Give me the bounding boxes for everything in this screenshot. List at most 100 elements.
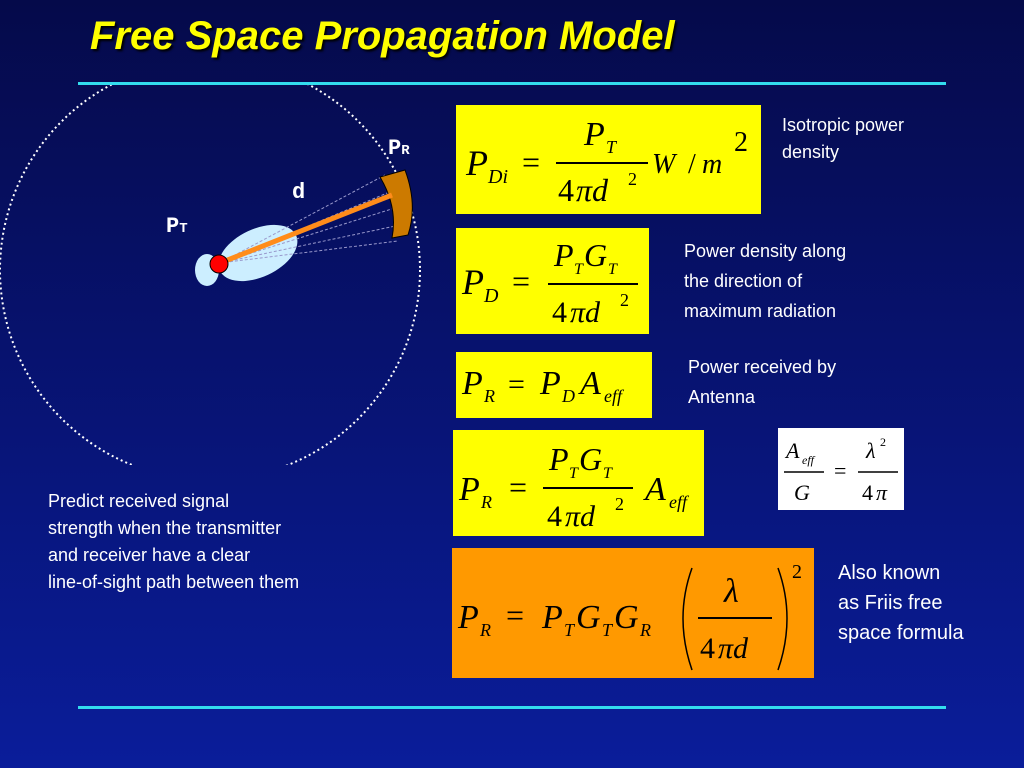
svg-text:T: T	[564, 620, 576, 640]
top-divider	[78, 82, 946, 85]
note-line: the direction of	[684, 271, 803, 291]
equation-isotropic-box: P Di = P T 4 πd 2 W / m 2	[456, 105, 761, 214]
svg-text:P: P	[583, 116, 605, 153]
svg-text:G: G	[614, 599, 639, 636]
svg-text:Di: Di	[487, 166, 508, 188]
svg-text:P: P	[465, 143, 488, 183]
svg-text:λ: λ	[865, 438, 876, 463]
svg-text:4: 4	[558, 172, 574, 208]
svg-text:=: =	[509, 469, 527, 505]
svg-text:G: G	[584, 237, 607, 273]
svg-text:R: R	[479, 620, 491, 640]
svg-text:D: D	[561, 386, 575, 406]
svg-text:T: T	[606, 137, 618, 157]
svg-text:P: P	[461, 262, 484, 302]
svg-text:=: =	[512, 263, 530, 299]
note-line: space formula	[838, 622, 964, 644]
transmitter-label: PT	[166, 214, 188, 239]
description-text: Predict received signal strength when th…	[48, 488, 299, 596]
effective-area-equation: A eff G = λ 2 4 π	[784, 435, 898, 505]
svg-text:P: P	[541, 599, 563, 636]
svg-text:4: 4	[862, 480, 873, 505]
equation-received-box: P R = P D A eff	[456, 352, 652, 418]
receiver-label-sub: R	[401, 143, 410, 159]
svg-text:m: m	[702, 149, 722, 180]
bottom-divider	[78, 706, 946, 709]
receiver-label-main: P	[388, 136, 402, 161]
svg-text:P: P	[539, 365, 561, 402]
svg-text:P: P	[458, 471, 480, 508]
svg-text:eff: eff	[802, 453, 816, 467]
svg-text:πd: πd	[576, 172, 609, 208]
note-max-direction: Power density along the direction of max…	[684, 236, 846, 326]
antenna-main-lobe	[218, 224, 298, 282]
svg-text:T: T	[608, 261, 618, 278]
svg-text:πd: πd	[565, 500, 596, 533]
svg-text:2: 2	[628, 169, 637, 189]
equation-isotropic: P Di = P T 4 πd 2 W / m 2	[465, 116, 748, 208]
transmitter-dot	[209, 254, 229, 274]
svg-text:πd: πd	[718, 632, 749, 665]
svg-text:T: T	[603, 465, 613, 482]
svg-text:T: T	[602, 620, 614, 640]
svg-text:P: P	[457, 599, 479, 636]
direct-path	[219, 192, 393, 266]
svg-text:A: A	[784, 438, 800, 463]
svg-text:/: /	[688, 149, 696, 180]
svg-text:2: 2	[734, 127, 748, 158]
svg-text:4: 4	[547, 500, 562, 533]
svg-text:R: R	[483, 386, 495, 406]
svg-text:D: D	[483, 285, 499, 307]
svg-text:T: T	[569, 465, 579, 482]
svg-text:4: 4	[552, 296, 567, 329]
svg-text:A: A	[578, 365, 601, 402]
description-line: line-of-sight path between them	[48, 572, 300, 592]
equation-received: P R = P D A eff	[461, 365, 625, 406]
coverage-circle	[0, 85, 421, 465]
equation-friis-box: P R = P T G T G R λ 4 πd 2	[452, 548, 814, 678]
note-line: Antenna	[688, 387, 756, 407]
svg-text:T: T	[574, 261, 584, 278]
svg-text:2: 2	[880, 435, 886, 449]
svg-text:π: π	[876, 480, 888, 505]
propagation-diagram	[0, 85, 421, 465]
svg-text:R: R	[639, 620, 651, 640]
svg-text:λ: λ	[723, 573, 739, 610]
svg-text:=: =	[506, 597, 524, 633]
equation-max-direction: P D = P T G T 4 πd 2	[461, 237, 638, 329]
svg-text:eff: eff	[669, 492, 690, 512]
svg-text:R: R	[480, 492, 492, 512]
note-line: maximum radiation	[684, 301, 837, 321]
receiver-label: PR	[388, 136, 410, 161]
note-friis: Also known as Friis free space formula	[838, 558, 964, 648]
note-line: as Friis free	[838, 592, 943, 614]
svg-text:P: P	[461, 365, 483, 402]
svg-text:2: 2	[792, 561, 802, 583]
equation-max-direction-box: P D = P T G T 4 πd 2	[456, 228, 649, 334]
svg-text:G: G	[794, 480, 810, 505]
svg-text:4: 4	[700, 632, 715, 665]
note-line: Power received by	[688, 357, 837, 377]
svg-text:=: =	[508, 368, 525, 401]
description-line: Predict received signal	[48, 491, 230, 511]
svg-text:G: G	[579, 441, 602, 477]
svg-text:2: 2	[620, 290, 629, 310]
transmitter-label-sub: T	[179, 221, 188, 237]
equation-received-expanded-box: P R = P T G T 4 πd 2 A eff	[453, 430, 704, 536]
note-line: Isotropic power	[782, 115, 905, 135]
note-line: Also known	[838, 562, 941, 584]
svg-text:G: G	[576, 599, 601, 636]
effective-area-box: A eff G = λ 2 4 π	[778, 428, 904, 510]
svg-text:=: =	[522, 144, 540, 180]
svg-text:=: =	[834, 458, 846, 483]
note-isotropic: Isotropic power density	[782, 112, 904, 166]
receiver-aperture	[379, 169, 413, 239]
svg-text:W: W	[652, 149, 678, 180]
svg-text:A: A	[643, 471, 666, 508]
note-line: Power density along	[684, 241, 847, 261]
equation-friis: P R = P T G T G R λ 4 πd 2	[457, 561, 802, 671]
transmitter-label-main: P	[166, 214, 180, 239]
equation-received-expanded: P R = P T G T 4 πd 2 A eff	[458, 441, 690, 533]
svg-text:P: P	[548, 441, 569, 477]
description-line: and receiver have a clear	[48, 545, 251, 565]
